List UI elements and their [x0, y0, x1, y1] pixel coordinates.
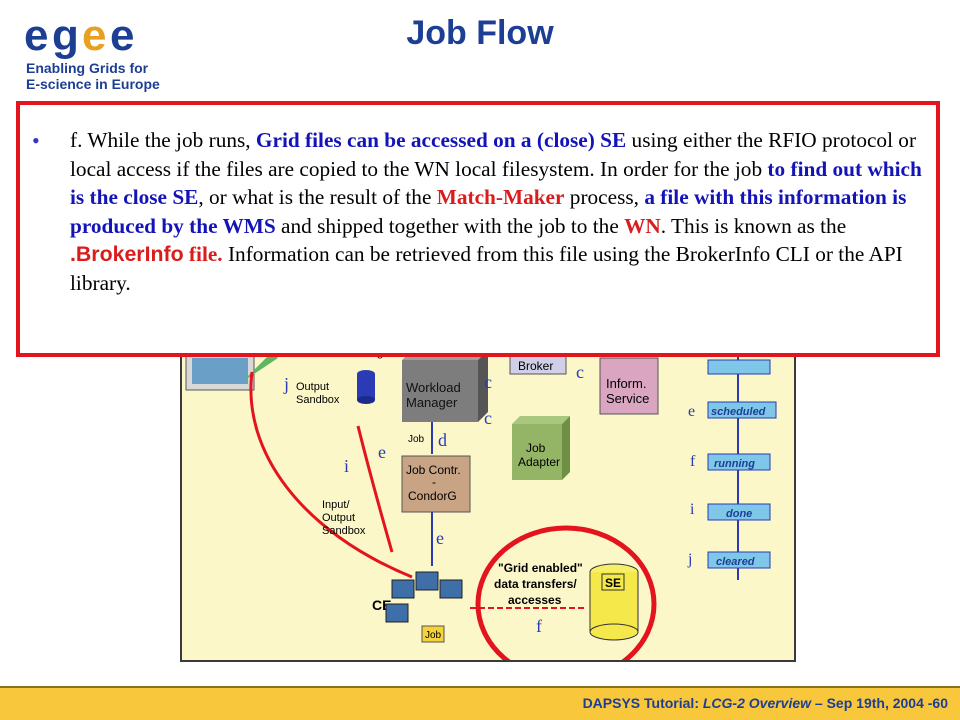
wm-side	[478, 350, 488, 422]
ce-computer-2	[415, 571, 439, 591]
svg-text:e: e	[110, 14, 134, 60]
grid-transfers-label: "Grid enabled"data transfers/accesses	[494, 561, 583, 607]
bullet-text-6: . This is known as the	[660, 213, 847, 238]
inform-service-box	[599, 357, 659, 415]
letter-e4: e	[688, 403, 695, 420]
job-adapter-box	[512, 424, 562, 480]
svg-text:e: e	[24, 14, 48, 60]
bullet-text-3: , or what is the result of the	[198, 185, 437, 210]
job-label-1: Job	[408, 434, 425, 445]
state-scheduled	[707, 401, 777, 419]
highlight-wn: WN	[624, 213, 661, 238]
bullet-text-5: and shipped together with the job to the	[275, 213, 625, 238]
letter-f1: f	[536, 616, 542, 636]
state-done-label: done	[726, 508, 752, 520]
letter-c2: c	[576, 362, 584, 382]
ce-computer-3	[439, 579, 463, 599]
ce-computer-4	[385, 603, 409, 623]
callout-box	[16, 101, 940, 357]
bullet-text: f. While the job runs, Grid files can be…	[70, 126, 930, 298]
se-label: SE	[605, 576, 621, 590]
letter-i2: i	[690, 501, 695, 518]
workload-manager-box	[402, 360, 478, 422]
egee-logo: e g e e Enabling Grids for E-science in …	[24, 11, 194, 104]
highlight-file: file.	[183, 242, 223, 267]
footer-divider	[0, 686, 960, 688]
svg-text:e: e	[82, 14, 106, 60]
slide-title: Job Flow	[406, 14, 554, 52]
footer-prefix: DAPSYS Tutorial:	[582, 695, 703, 711]
highlight-close-se: Grid files can be accessed on a (close) …	[255, 128, 627, 152]
bullet-text-4: process,	[564, 185, 645, 210]
state-ready	[707, 359, 771, 375]
state-running	[707, 453, 771, 471]
inform-service-label: Inform.Service	[606, 376, 649, 406]
broker-label: Broker	[518, 359, 553, 373]
job-contr-box	[401, 455, 471, 513]
storage-cylinder-bottom	[357, 396, 375, 404]
ce-job-box	[421, 625, 445, 643]
se-label-box	[601, 573, 625, 591]
job-contr-label: Job Contr.-CondorG	[406, 463, 461, 503]
highlight-wms-file: a file with this information is produced…	[70, 185, 907, 238]
job-label-2: Job	[425, 630, 442, 641]
ja-side	[562, 416, 570, 480]
letter-c3: c	[484, 408, 492, 428]
se-cylinder-bottom	[589, 623, 639, 641]
bullet-marker: •	[32, 128, 40, 153]
footer-suffix: – Sep 19th, 2004 -60	[811, 695, 948, 711]
se-highlight-circle	[475, 525, 657, 660]
letter-d: d	[438, 430, 447, 450]
egee-wordmark: e g e e	[24, 11, 134, 60]
letter-e1: e	[378, 442, 386, 462]
highlight-brokerinfo: .BrokerInfo	[70, 242, 184, 267]
state-scheduled-label: scheduled	[711, 406, 766, 418]
letter-j1: j	[283, 374, 289, 394]
state-done	[707, 503, 771, 521]
letter-i: i	[344, 456, 349, 476]
highlight-match-maker: Match-Maker	[436, 185, 565, 210]
ui-screen-inner	[192, 358, 248, 384]
bullet-text-7: Information can be retrieved from this f…	[70, 242, 903, 295]
se-cylinder	[590, 572, 638, 632]
ja-top	[512, 416, 570, 424]
logo-tagline-2: E-science in Europe	[26, 76, 160, 92]
arrow-red-2	[249, 371, 413, 579]
storage-cylinder	[357, 374, 375, 400]
state-running-label: running	[714, 458, 755, 470]
ce-computer-1	[391, 579, 415, 599]
footer-bar	[0, 688, 960, 720]
letter-c1: c	[484, 372, 492, 392]
bullet-text-2: using either the RFIO protocol or local …	[70, 128, 917, 181]
letter-e2: e	[436, 528, 444, 548]
arrow-red-1	[356, 425, 394, 553]
highlight-find-close-se: to find out which is the close SE	[70, 156, 922, 210]
bullet-text-1: f. While the job runs,	[70, 128, 256, 152]
logo-tagline-1: Enabling Grids for	[26, 60, 149, 76]
state-cleared-label: cleared	[716, 556, 755, 568]
svg-text:g: g	[52, 14, 79, 60]
footer-course: LCG-2 Overview	[702, 695, 812, 711]
state-cleared	[707, 551, 771, 569]
footer-text: DAPSYS Tutorial: LCG-2 Overview – Sep 19…	[583, 695, 948, 711]
letter-j2: j	[687, 551, 692, 568]
letter-f2: f	[690, 453, 696, 470]
